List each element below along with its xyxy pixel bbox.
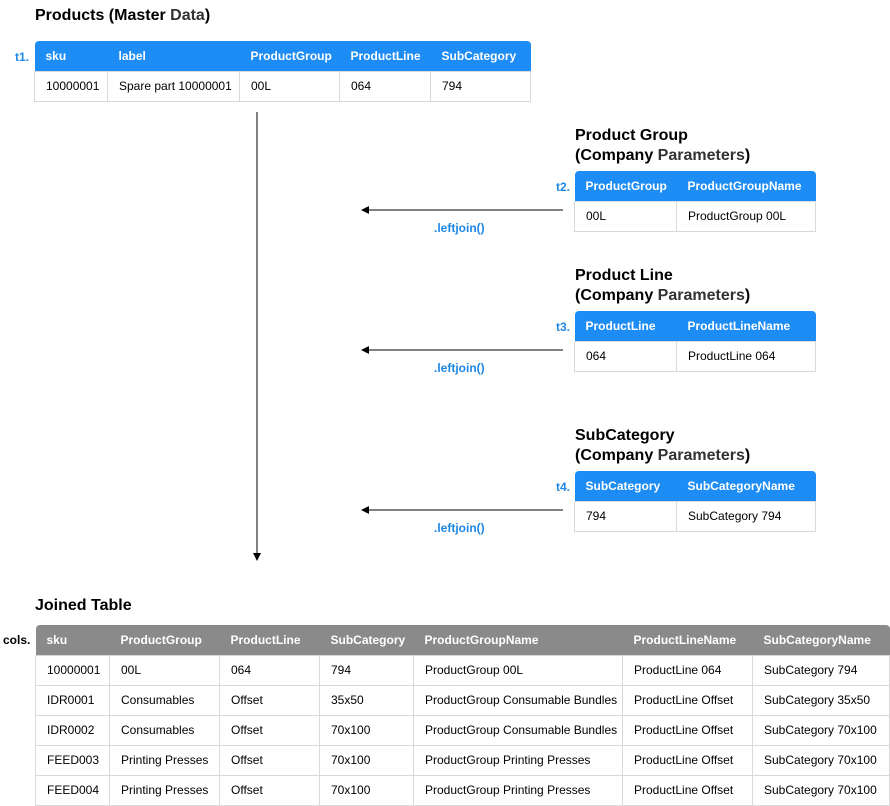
joined-cell: 70x100 — [319, 774, 414, 806]
products-cell: 794 — [430, 70, 531, 102]
joined-column-header: sku — [46, 632, 68, 647]
joined-cell: Printing Presses — [109, 744, 220, 776]
product-line-column-header: ProductLineName — [687, 318, 791, 333]
joined-table-title: Joined Table — [35, 597, 132, 614]
joined-cell: SubCategory 35x50 — [752, 684, 890, 716]
product-line-table-label: t3. — [556, 320, 571, 334]
joined-cell: IDR0002 — [35, 714, 110, 746]
leftjoin-label-product-line: .leftjoin() — [434, 361, 485, 375]
product-group-header-row: ProductGroup ProductGroupName — [574, 171, 816, 201]
products-table: sku label ProductGroup ProductLine SubCatego… — [34, 41, 531, 102]
joined-cell: ProductGroup Printing Presses — [413, 774, 623, 806]
products-cell: 10000001 — [34, 70, 108, 102]
joined-cell: Offset — [219, 744, 320, 776]
products-cell: 00L — [239, 70, 340, 102]
products-header-row: sku label ProductGroup ProductLine SubCatego… — [34, 41, 531, 71]
sub-category-header-row: SubCategory SubCategoryName — [574, 471, 816, 501]
product-line-cell: ProductLine 064 — [676, 340, 816, 372]
joined-column-header: SubCategoryName — [763, 632, 871, 647]
joined-cell: ProductLine Offset — [622, 744, 753, 776]
joined-cell: 00L — [109, 654, 220, 686]
products-cell: 064 — [339, 70, 431, 102]
joined-cell: ProductLine Offset — [622, 714, 753, 746]
joined-cell: 70x100 — [319, 744, 414, 776]
product-group-cell: ProductGroup 00L — [676, 200, 816, 232]
joined-cell: FEED004 — [35, 774, 110, 806]
leftjoin-label-sub-category: .leftjoin() — [434, 521, 485, 535]
joined-table-label: cols. — [3, 633, 31, 647]
sub-category-column-header: SubCategory — [585, 478, 661, 493]
products-title: Products (Master Data) — [35, 7, 211, 24]
sub-category-column-header: SubCategoryName — [687, 478, 795, 493]
product-line-title: Product Line (Company Parameters) — [575, 267, 751, 304]
leftjoin-label-product-group: .leftjoin() — [434, 221, 485, 235]
joined-cell: IDR0001 — [35, 684, 110, 716]
joined-cell: 794 — [319, 654, 414, 686]
joined-column-header: ProductGroup — [120, 632, 202, 647]
product-group-title: Product Group (Company Parameters) — [575, 127, 751, 164]
joined-cell: 10000001 — [35, 654, 110, 686]
joined-cell: Consumables — [109, 684, 220, 716]
products-column-header: ProductGroup — [250, 48, 332, 63]
joined-cell: 70x100 — [319, 714, 414, 746]
joined-cell: SubCategory 794 — [752, 654, 890, 686]
products-column-header: SubCategory — [441, 48, 517, 63]
joined-column-header: SubCategory — [330, 632, 406, 647]
products-table-label: t1. — [15, 50, 30, 64]
joined-cell: ProductGroup Printing Presses — [413, 744, 623, 776]
sub-category-table-label: t4. — [556, 480, 571, 494]
products-column-header: ProductLine — [350, 48, 421, 63]
joined-cell: ProductGroup 00L — [413, 654, 623, 686]
joined-cell: SubCategory 70x100 — [752, 714, 890, 746]
joined-cell: Printing Presses — [109, 774, 220, 806]
sub-category-title: SubCategory (Company Parameters) — [575, 427, 751, 464]
joined-cell: ProductGroup Consumable Bundles — [413, 714, 623, 746]
products-column-header: sku — [45, 48, 67, 63]
joined-cell: ProductGroup Consumable Bundles — [413, 684, 623, 716]
joined-cell: 064 — [219, 654, 320, 686]
products-column-header: label — [118, 48, 146, 63]
joined-column-header: ProductLineName — [633, 632, 737, 647]
joined-cell: Consumables — [109, 714, 220, 746]
product-group-column-header: ProductGroup — [585, 178, 667, 193]
joined-cell: FEED003 — [35, 744, 110, 776]
joined-cell: 35x50 — [319, 684, 414, 716]
joined-cell: Offset — [219, 714, 320, 746]
product-line-column-header: ProductLine — [585, 318, 656, 333]
product-group-cell: 00L — [574, 200, 677, 232]
product-line-header-row: ProductLine ProductLineName — [574, 311, 816, 341]
joined-cell: Offset — [219, 774, 320, 806]
joined-cell: SubCategory 70x100 — [752, 744, 890, 776]
joined-cell: Offset — [219, 684, 320, 716]
joined-cell: ProductLine Offset — [622, 774, 753, 806]
products-cell: Spare part 10000001 — [107, 70, 240, 102]
sub-category-cell: SubCategory 794 — [676, 500, 816, 532]
joined-column-header: ProductGroupName — [424, 632, 539, 647]
joined-cell: ProductLine 064 — [622, 654, 753, 686]
joined-cell: SubCategory 70x100 — [752, 774, 890, 806]
joined-cell: ProductLine Offset — [622, 684, 753, 716]
product-group-column-header: ProductGroupName — [687, 178, 802, 193]
joined-column-header: ProductLine — [230, 632, 301, 647]
product-group-table-label: t2. — [556, 180, 571, 194]
joined-header-row: sku ProductGroup ProductLine SubCategory Pro… — [35, 625, 890, 655]
sub-category-cell: 794 — [574, 500, 677, 532]
